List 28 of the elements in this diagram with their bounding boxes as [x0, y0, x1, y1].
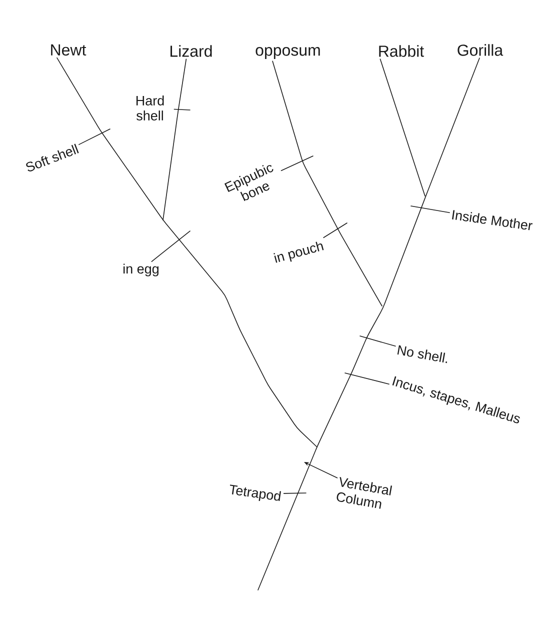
branch-line [258, 58, 480, 590]
taxon-label: Lizard [170, 45, 212, 57]
leader-line [360, 336, 396, 347]
trait-label: in egg [124, 264, 158, 276]
leader-line [78, 128, 110, 145]
leader-line [174, 108, 190, 110]
branch-line [162, 58, 187, 220]
trait-label: Tetrapod [230, 484, 281, 502]
trait-label: Vertebral Column [336, 477, 392, 509]
taxon-label: Rabbit [379, 45, 424, 57]
leader-line [151, 230, 190, 262]
leader-line [280, 156, 314, 171]
trait-label: Hard shell [136, 96, 164, 120]
trait-label: No shell. [397, 345, 448, 364]
taxon-label: opposum [256, 47, 320, 59]
branch-line [272, 60, 382, 306]
leader-line [410, 206, 450, 214]
branch-line [56, 57, 318, 448]
trait-label: Soft shell [26, 144, 79, 172]
trait-label: Incus, stapes, Malleus [392, 376, 520, 424]
taxon-label: Gorilla [458, 44, 504, 56]
trait-label: in pouch [274, 242, 324, 263]
leader-line [323, 222, 348, 238]
leader-line [283, 492, 306, 494]
leader-line [344, 372, 390, 384]
trait-label: Inside Mother [452, 210, 533, 230]
branch-line [380, 58, 426, 196]
taxon-label: Newt [51, 44, 86, 56]
